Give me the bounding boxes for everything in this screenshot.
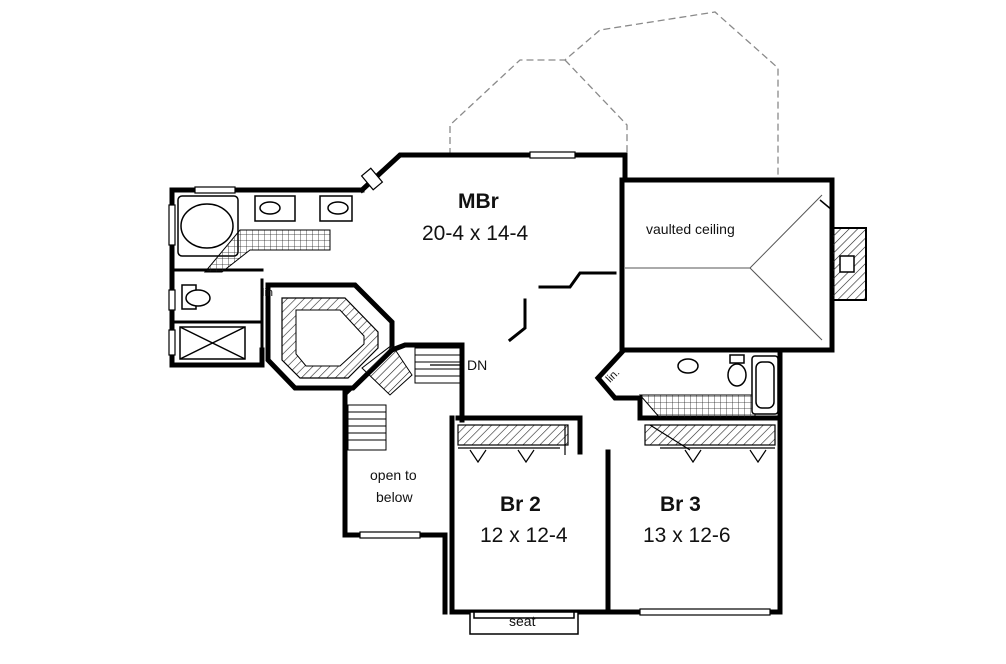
closet-shelves [281, 297, 379, 379]
vaulted-ceiling-lines [625, 194, 823, 341]
master-bedroom-dims: 20-4 x 14-4 [422, 222, 529, 245]
linen-closet-master-label: lin [262, 287, 274, 299]
chimney [819, 199, 867, 301]
staircase [347, 344, 462, 451]
vaulted-ceiling-note: vaulted ceiling [646, 221, 735, 237]
bedroom-2-dims: 12 x 12-4 [480, 524, 568, 547]
hall-bath-fixtures [638, 354, 779, 419]
stair-down-label: DN [467, 357, 488, 373]
dashed-bay-outline [449, 11, 779, 180]
master-bath-fixtures [177, 195, 353, 360]
open-to-below-line1: open to [370, 467, 417, 483]
window-seat [469, 611, 579, 635]
bedroom-2-name: Br 2 [500, 493, 541, 516]
window-seat-label: seat [509, 613, 536, 629]
bedroom-3-dims: 13 x 12-6 [643, 524, 731, 547]
master-bedroom-name: MBr [458, 190, 499, 213]
bedroom-closets [457, 424, 776, 464]
bedroom-3-name: Br 3 [660, 493, 701, 516]
windows [168, 151, 771, 616]
open-to-below-line2: below [376, 489, 413, 505]
